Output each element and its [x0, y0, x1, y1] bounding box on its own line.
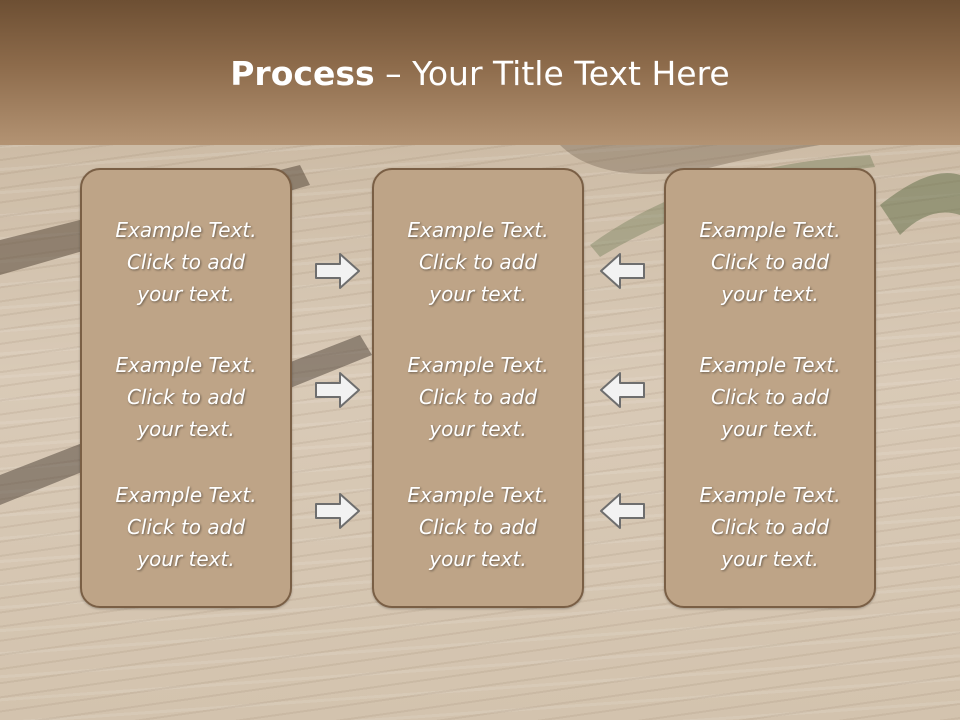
text-line: Click to add: [126, 250, 246, 274]
right-arrow-icon: [315, 253, 360, 289]
text-line: Click to add: [710, 515, 830, 539]
process-column-1[interactable]: Example Text. Click to add your text. Ex…: [80, 168, 292, 608]
slide-title-bold: Process: [230, 54, 375, 93]
text-line: your text.: [721, 547, 819, 571]
text-block[interactable]: Example Text. Click to add your text.: [82, 349, 290, 445]
left-arrow-icon: [600, 372, 645, 408]
text-line: Click to add: [710, 385, 830, 409]
process-column-3[interactable]: Example Text. Click to add your text. Ex…: [664, 168, 876, 608]
text-line: your text.: [429, 547, 527, 571]
text-line: Example Text.: [407, 483, 549, 507]
text-block[interactable]: Example Text. Click to add your text.: [666, 214, 874, 310]
text-line: your text.: [429, 417, 527, 441]
text-line: Example Text.: [115, 483, 257, 507]
text-line: your text.: [137, 417, 235, 441]
text-line: your text.: [137, 547, 235, 571]
text-line: your text.: [429, 282, 527, 306]
right-arrow-icon: [315, 493, 360, 529]
text-line: Click to add: [418, 385, 538, 409]
text-block[interactable]: Example Text. Click to add your text.: [666, 479, 874, 575]
text-block[interactable]: Example Text. Click to add your text.: [374, 214, 582, 310]
text-line: Example Text.: [115, 353, 257, 377]
text-block[interactable]: Example Text. Click to add your text.: [666, 349, 874, 445]
text-line: Example Text.: [699, 483, 841, 507]
slide-title-rest: – Your Title Text Here: [374, 54, 730, 93]
text-line: Click to add: [418, 250, 538, 274]
text-block[interactable]: Example Text. Click to add your text.: [374, 479, 582, 575]
text-line: Example Text.: [407, 218, 549, 242]
slide-title[interactable]: Process – Your Title Text Here: [0, 52, 960, 96]
text-line: your text.: [137, 282, 235, 306]
text-block[interactable]: Example Text. Click to add your text.: [82, 479, 290, 575]
right-arrow-icon: [315, 372, 360, 408]
text-line: Example Text.: [115, 218, 257, 242]
text-line: Click to add: [126, 385, 246, 409]
text-line: Click to add: [418, 515, 538, 539]
text-line: Example Text.: [407, 353, 549, 377]
process-column-2[interactable]: Example Text. Click to add your text. Ex…: [372, 168, 584, 608]
text-line: Click to add: [126, 515, 246, 539]
title-header-band: Process – Your Title Text Here: [0, 0, 960, 145]
text-line: your text.: [721, 282, 819, 306]
text-line: your text.: [721, 417, 819, 441]
left-arrow-icon: [600, 493, 645, 529]
text-line: Example Text.: [699, 218, 841, 242]
text-line: Click to add: [710, 250, 830, 274]
text-line: Example Text.: [699, 353, 841, 377]
text-block[interactable]: Example Text. Click to add your text.: [374, 349, 582, 445]
text-block[interactable]: Example Text. Click to add your text.: [82, 214, 290, 310]
left-arrow-icon: [600, 253, 645, 289]
